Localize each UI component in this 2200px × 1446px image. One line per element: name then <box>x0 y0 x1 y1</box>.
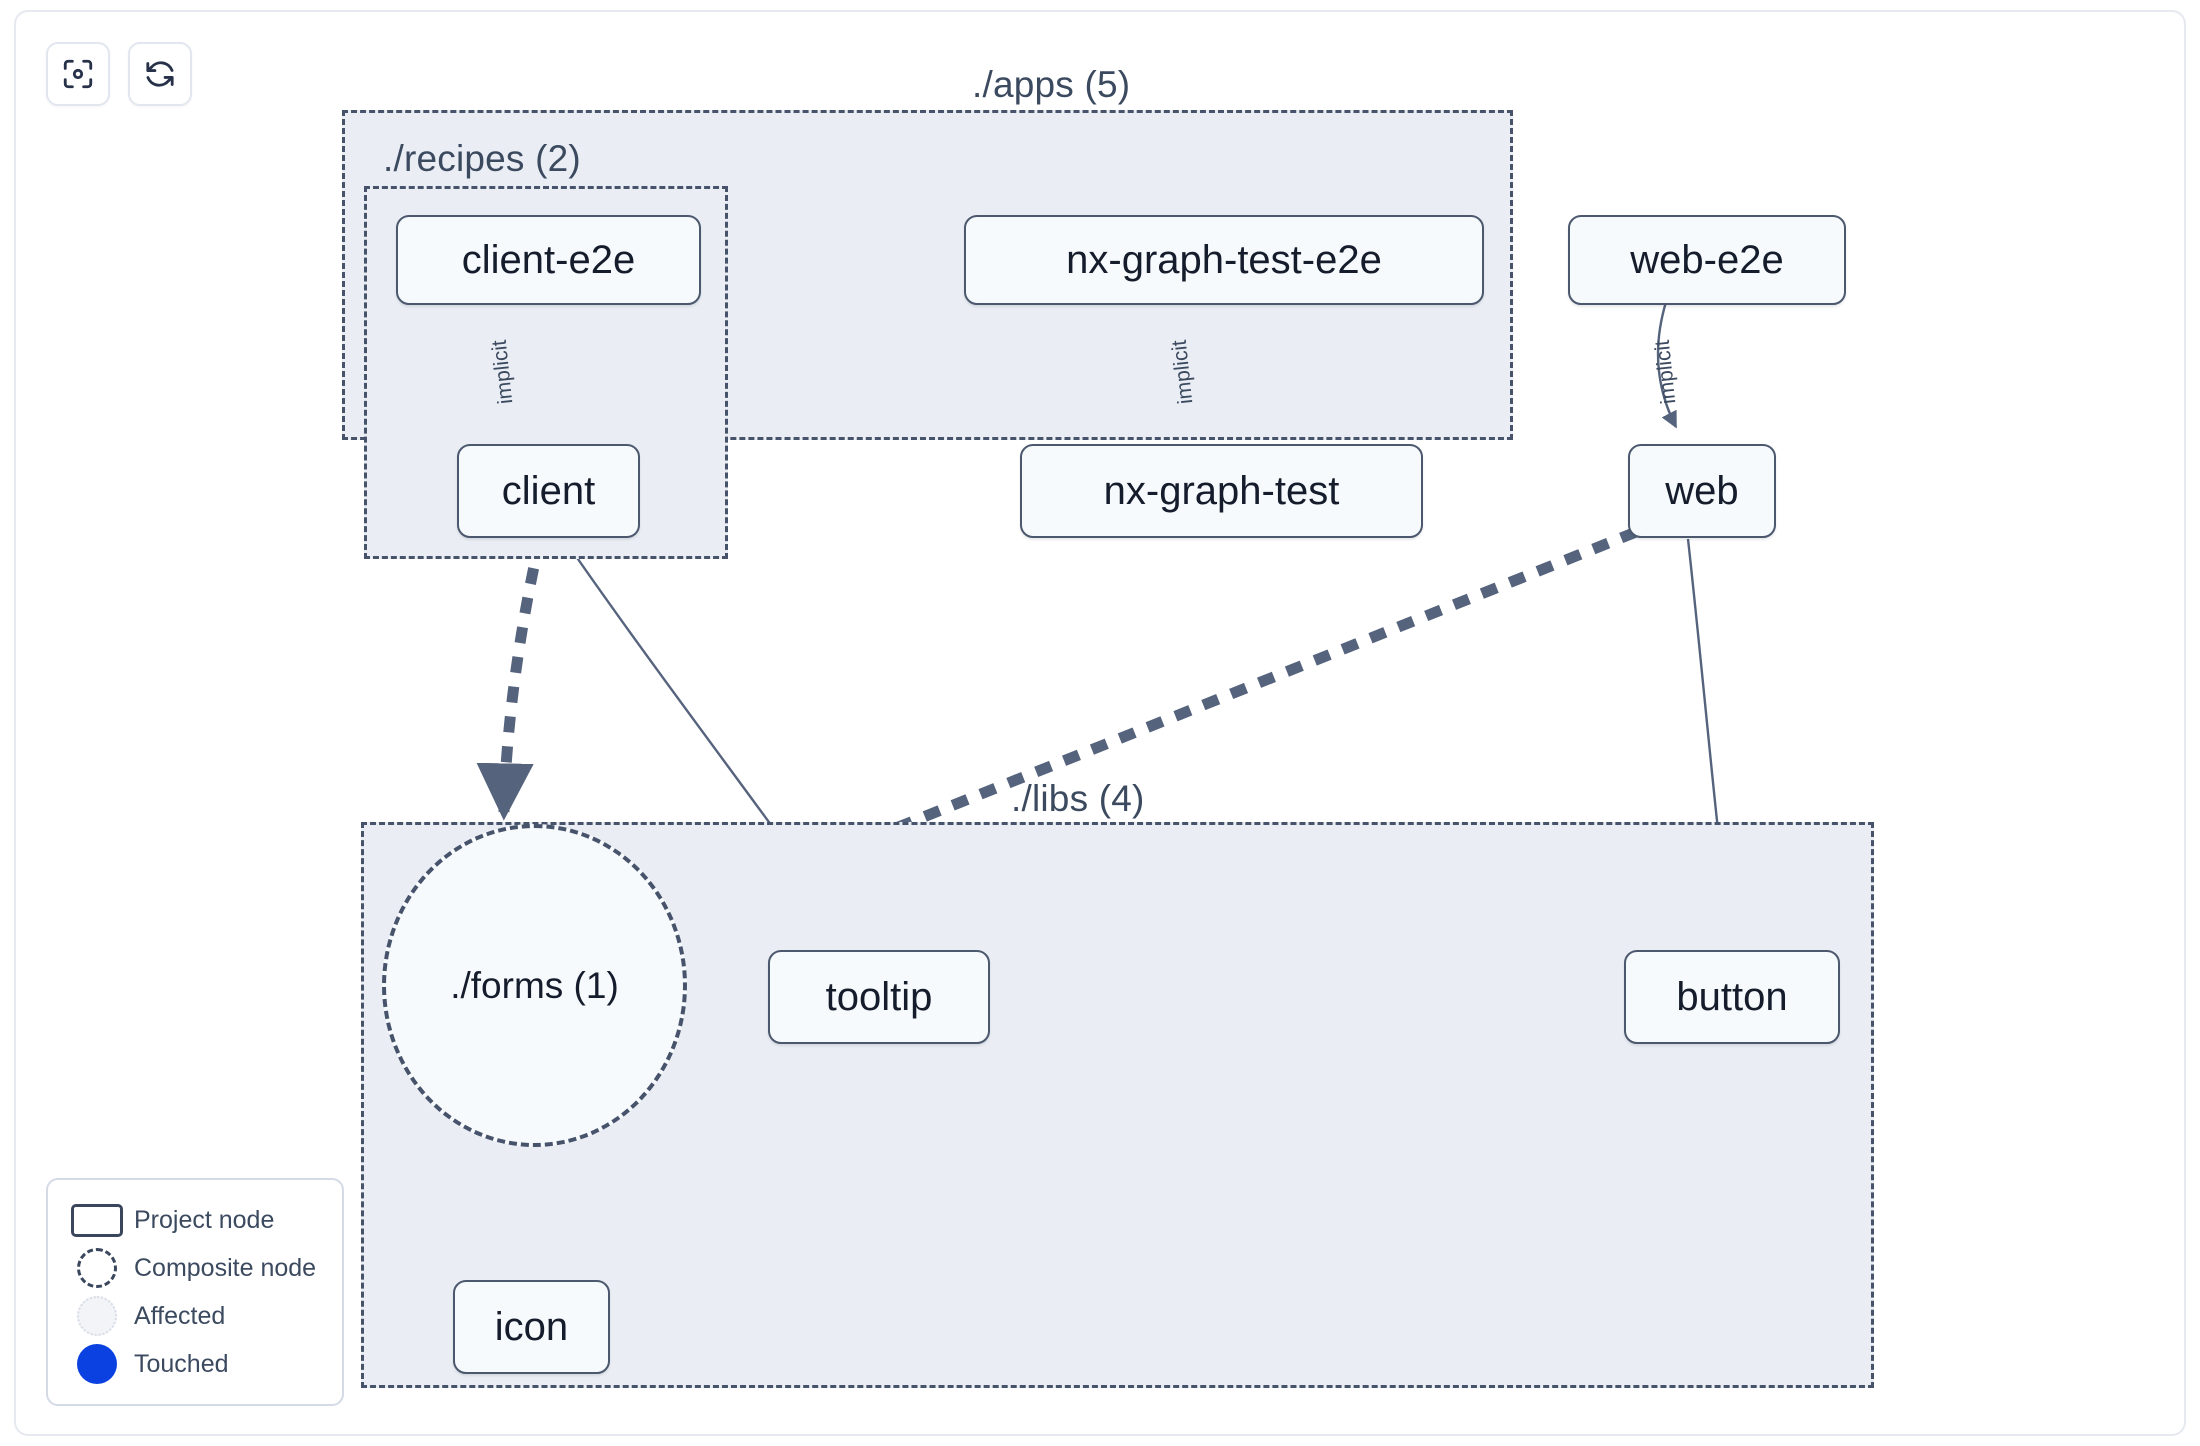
node-label: web <box>1665 468 1739 513</box>
graph-canvas[interactable]: ./apps (5) ./recipes (2) ./libs (4) <box>16 12 2184 1434</box>
nx-graph-app: ./apps (5) ./recipes (2) ./libs (4) <box>14 10 2186 1436</box>
edge-label-implicit-web: implicit <box>1650 338 1681 406</box>
graph-toolbar <box>46 42 192 106</box>
node-label: button <box>1676 974 1788 1019</box>
node-nx-graph-test-e2e[interactable]: nx-graph-test-e2e <box>964 215 1484 305</box>
container-label-libs: ./libs (4) <box>1011 778 1145 819</box>
node-nx-graph-test[interactable]: nx-graph-test <box>1020 444 1423 538</box>
refresh-graph-button[interactable] <box>128 42 192 106</box>
affected-swatch <box>66 1296 128 1336</box>
node-client[interactable]: client <box>457 444 640 538</box>
node-web-e2e[interactable]: web-e2e <box>1568 215 1846 305</box>
edge-client-to-forms <box>476 537 546 821</box>
legend-item-label: Touched <box>134 1349 229 1378</box>
node-label: client-e2e <box>461 237 636 282</box>
project-node-swatch <box>66 1203 128 1237</box>
graph-legend: Project node Composite node Affected Tou… <box>46 1178 344 1406</box>
node-icon[interactable]: icon <box>453 1280 610 1374</box>
node-label: web-e2e <box>1630 237 1784 282</box>
node-web[interactable]: web <box>1628 444 1776 538</box>
composite-node-swatch <box>66 1248 128 1288</box>
legend-item-composite-node: Composite node <box>66 1244 324 1292</box>
legend-item-project-node: Project node <box>66 1196 324 1244</box>
node-label: client <box>501 468 596 513</box>
legend-item-label: Project node <box>134 1205 275 1234</box>
node-tooltip[interactable]: tooltip <box>768 950 990 1044</box>
node-label: icon <box>494 1304 569 1349</box>
focus-target-icon <box>61 57 95 91</box>
legend-item-label: Composite node <box>134 1253 317 1282</box>
node-forms-composite[interactable]: ./forms (1) <box>382 824 687 1147</box>
node-label: nx-graph-test-e2e <box>1066 237 1382 282</box>
node-label: nx-graph-test <box>1103 468 1340 513</box>
legend-item-label: Affected <box>134 1301 226 1330</box>
focus-graph-button[interactable] <box>46 42 110 106</box>
container-label-recipes: ./recipes (2) <box>383 138 581 179</box>
legend-item-touched: Touched <box>66 1340 324 1388</box>
node-button[interactable]: button <box>1624 950 1840 1044</box>
refresh-icon <box>143 57 177 91</box>
node-label: tooltip <box>825 974 933 1019</box>
container-label-apps: ./apps (5) <box>972 64 1131 105</box>
node-label: ./forms (1) <box>450 964 619 1006</box>
touched-swatch <box>66 1344 128 1384</box>
node-client-e2e[interactable]: client-e2e <box>396 215 701 305</box>
legend-item-affected: Affected <box>66 1292 324 1340</box>
